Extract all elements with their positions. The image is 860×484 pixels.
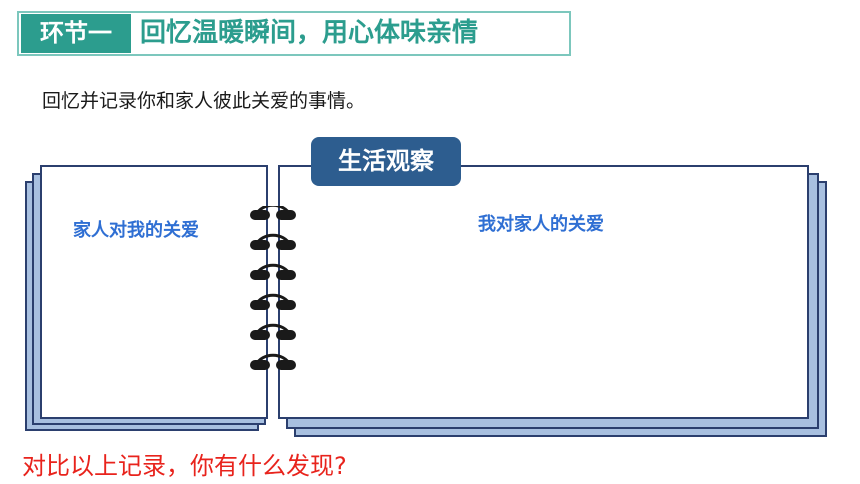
binder-ring: [250, 353, 296, 370]
instruction-text: 回忆并记录你和家人彼此关爱的事情。: [42, 90, 366, 112]
binder-ring: [250, 233, 296, 250]
right-page: [278, 165, 809, 419]
section-tag: 环节一: [21, 14, 131, 53]
left-page-label: 家人对我的关爱: [73, 220, 199, 241]
binder-ring: [250, 293, 296, 310]
binder-ring: [250, 323, 296, 340]
right-page-label: 我对家人的关爱: [478, 214, 604, 235]
binder-ring: [250, 263, 296, 280]
notebook-title-badge: 生活观察: [311, 137, 461, 186]
section-title: 回忆温暖瞬间，用心体味亲情: [140, 18, 479, 48]
reflection-question: 对比以上记录，你有什么发现?: [22, 452, 347, 480]
binder-rings: [250, 206, 296, 370]
left-page: [40, 165, 268, 419]
binder-ring: [250, 206, 296, 220]
